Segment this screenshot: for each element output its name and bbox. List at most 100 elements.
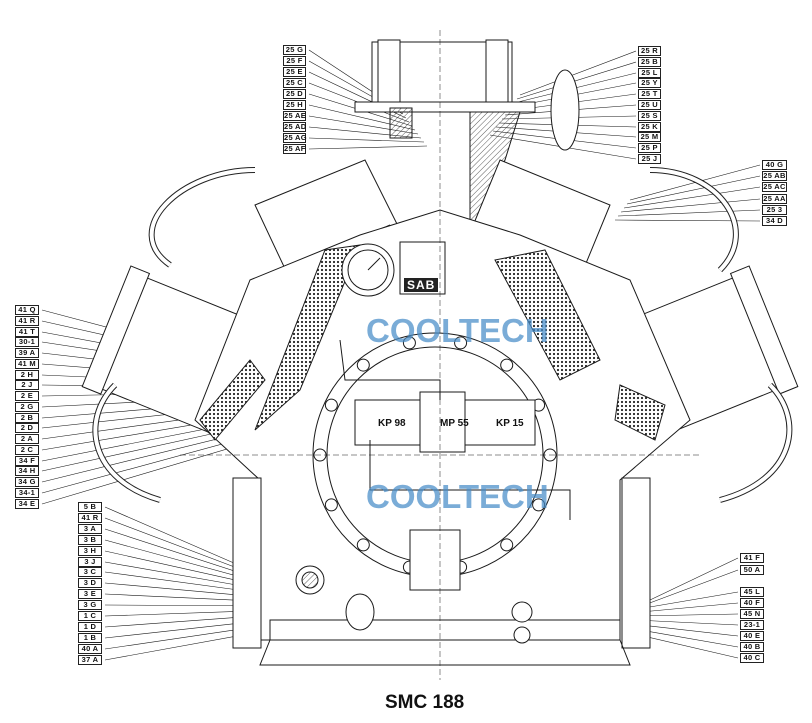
part-label: 25 M	[638, 132, 661, 142]
bolt	[356, 358, 370, 372]
part-label: 25 AF	[283, 144, 306, 154]
part-label: 25 AC	[762, 182, 787, 192]
part-label: 25 U	[638, 100, 661, 110]
part-label: 40 F	[740, 598, 764, 608]
watermark-bottom: COOLTECH	[366, 478, 549, 515]
part-label: 2 C	[15, 445, 39, 455]
part-label: 2 J	[15, 380, 39, 390]
leader-line	[640, 602, 739, 613]
part-label: 25 D	[283, 89, 306, 99]
leader-line	[308, 137, 425, 143]
bolt	[500, 538, 514, 552]
leader-line	[626, 175, 761, 205]
leader-line	[649, 557, 739, 601]
part-label: 25 E	[283, 67, 306, 77]
part-label: 34 D	[762, 216, 787, 226]
part-label: 25 AA	[762, 194, 787, 204]
part-label: 25 J	[638, 154, 661, 164]
part-label: 40 C	[740, 653, 764, 663]
part-label: 25 AG	[283, 133, 307, 143]
part-label: 3 E	[78, 589, 102, 599]
watermark-top: COOLTECH	[366, 312, 549, 349]
part-label: 40 A	[78, 644, 102, 654]
part-label: 2 E	[15, 391, 39, 401]
leader-line	[617, 209, 761, 217]
part-label: 25 AE	[283, 111, 307, 121]
part-label: 41 T	[15, 327, 39, 337]
part-label: 2 G	[15, 402, 39, 412]
diagram-title: SMC 188	[385, 692, 465, 713]
part-label: 25 H	[283, 100, 306, 110]
leader-line	[620, 198, 761, 213]
part-label: 25 T	[638, 89, 661, 99]
leader-line	[637, 613, 739, 617]
part-label: 2 H	[15, 370, 39, 380]
part-label: 2 B	[15, 413, 39, 423]
part-label: 45 N	[740, 609, 764, 619]
part-label: 25 AD	[283, 122, 307, 132]
part-label: 30-1	[15, 337, 39, 347]
leader-line	[516, 61, 637, 100]
part-label: 39 A	[15, 348, 39, 358]
part-label: 25 AB	[762, 171, 787, 181]
part-label: 41 M	[15, 359, 39, 369]
leader-line	[308, 145, 428, 150]
right-side-cover	[621, 477, 651, 649]
part-label: 25 B	[638, 57, 661, 67]
part-label: 25 S	[638, 111, 661, 121]
top-cover	[354, 39, 580, 231]
bolt	[402, 336, 416, 350]
part-label: 50 A	[740, 565, 764, 575]
part-label: 3 D	[78, 578, 102, 588]
part-label: 23-1	[740, 620, 764, 630]
part-label: 25 Y	[638, 78, 661, 88]
part-label: 40 E	[740, 631, 764, 641]
part-label: 25 C	[283, 78, 306, 88]
part-label: 41 Q	[15, 305, 39, 315]
part-label: 2 D	[15, 423, 39, 433]
part-label: 25 F	[283, 56, 306, 66]
bolt	[532, 498, 546, 512]
control-kp15: KP 15	[496, 418, 524, 429]
part-label: 3 H	[78, 546, 102, 556]
leader-line	[623, 186, 761, 209]
part-label: 3 J	[78, 557, 102, 567]
leader-line	[104, 517, 254, 575]
part-label: 37 A	[78, 655, 102, 665]
part-label: 40 B	[740, 642, 764, 652]
part-label: 2 A	[15, 434, 39, 444]
sab-logo: SAB	[404, 278, 439, 292]
leader-line	[646, 569, 739, 605]
part-label: 1 D	[78, 622, 102, 632]
part-label: 34 E	[15, 499, 39, 509]
bolt	[324, 398, 338, 412]
part-label: 41 F	[740, 553, 764, 563]
part-label: 1 C	[78, 611, 102, 621]
part-label: 25 R	[638, 46, 661, 56]
part-label: 25 P	[638, 143, 661, 153]
part-label: 3 A	[78, 524, 102, 534]
leader-line	[634, 619, 739, 626]
control-kp98: KP 98	[378, 418, 406, 429]
bolt	[356, 538, 370, 552]
leader-line	[104, 506, 251, 571]
part-label: 25 3	[762, 205, 787, 215]
part-label: 1 B	[78, 633, 102, 643]
part-label: 41 R	[78, 513, 102, 523]
part-label: 45 L	[740, 587, 764, 597]
part-label: 3 B	[78, 535, 102, 545]
part-label: 3 G	[78, 600, 102, 610]
bolt	[500, 358, 514, 372]
part-label: 25 G	[283, 45, 306, 55]
part-label: 40 G	[762, 160, 787, 170]
leader-line	[643, 591, 739, 609]
part-label: 25 K	[638, 122, 661, 132]
part-label: 34-1	[15, 488, 39, 498]
part-label: 34 H	[15, 466, 39, 476]
left-side-cover	[232, 477, 262, 649]
part-label: 34 G	[15, 477, 39, 487]
part-label: 25 L	[638, 68, 661, 78]
